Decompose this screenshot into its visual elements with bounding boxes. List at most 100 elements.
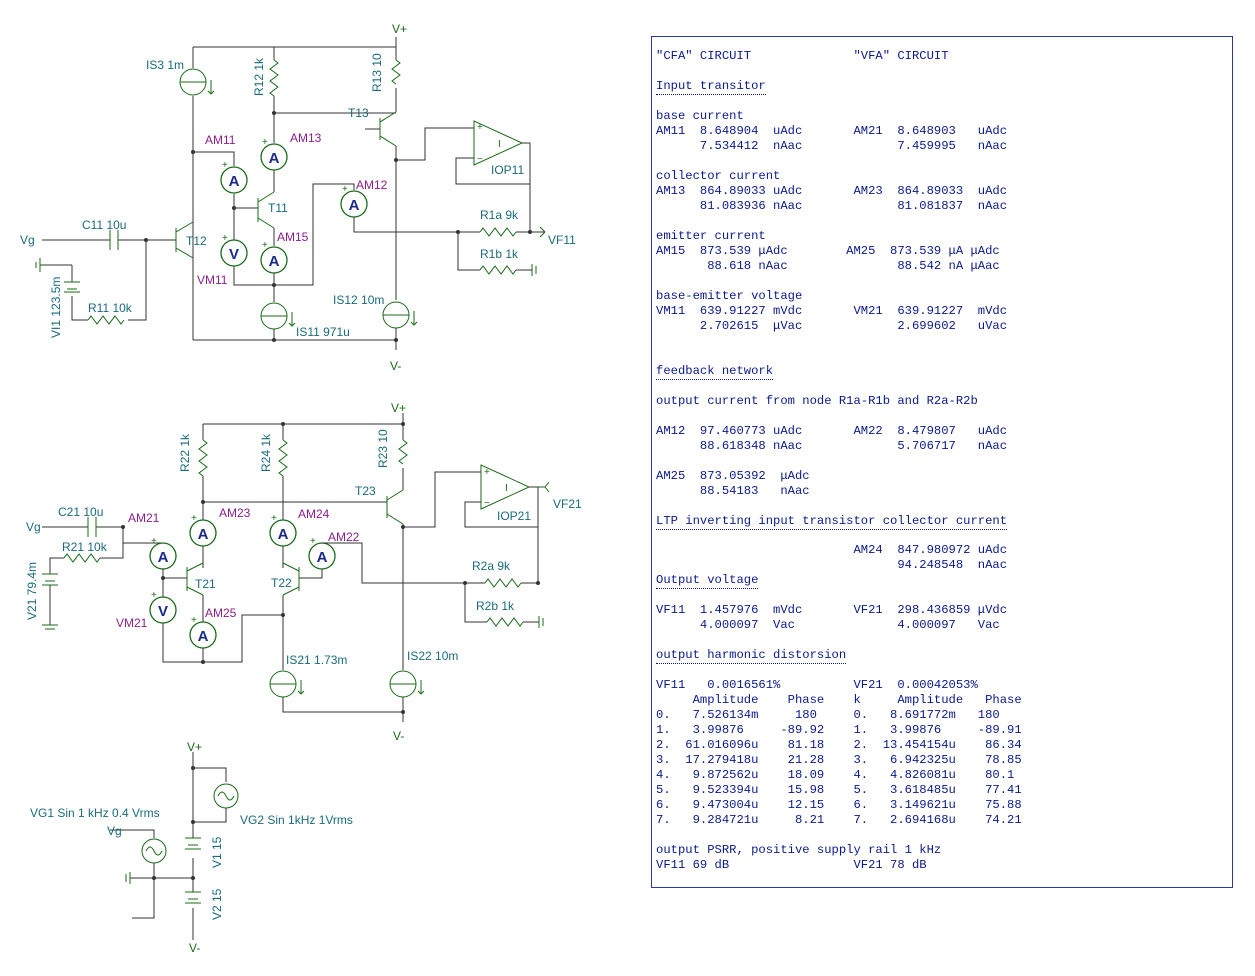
svg-text:IS11 971u: IS11 971u bbox=[296, 325, 350, 339]
svg-text:AM13: AM13 bbox=[290, 131, 322, 145]
svg-text:Vg: Vg bbox=[26, 520, 41, 534]
svg-text:+: + bbox=[222, 160, 228, 171]
subsection-base-emitter-voltage: base-emitter voltage bbox=[656, 289, 803, 303]
svg-text:R23 10: R23 10 bbox=[376, 429, 390, 468]
opamp-iop21: + − I bbox=[403, 464, 550, 583]
svg-text:R21 10k: R21 10k bbox=[62, 540, 108, 554]
svg-text:A: A bbox=[158, 549, 169, 566]
result-line: AM13 864.89033 uAdc AM23 864.89033 uAdc bbox=[656, 184, 1008, 198]
svg-text:V: V bbox=[158, 603, 168, 620]
transistor-t22 bbox=[282, 562, 323, 615]
battery-v2 bbox=[185, 878, 201, 904]
harmonic-row: 1. 3.99876 -89.92 1. 3.99876 -89.91 bbox=[656, 723, 1022, 737]
result-line: AM15 873.539 μAdc AM25 873.539 μA μAdc bbox=[656, 244, 1000, 258]
svg-text:+: + bbox=[310, 536, 316, 547]
svg-text:+: + bbox=[151, 536, 157, 547]
harmonic-row: 5. 9.523394u 15.98 5. 3.618485u 77.41 bbox=[656, 783, 1022, 797]
result-line: 2.702615 μVac 2.699602 uVac bbox=[656, 319, 1008, 333]
harmonic-row: 7. 9.284721u 8.21 7. 2.694168u 74.21 bbox=[656, 813, 1022, 827]
transistor-t12 bbox=[146, 221, 194, 259]
result-line: 88.54183 nAac bbox=[656, 484, 810, 498]
svg-text:R12 1k: R12 1k bbox=[252, 57, 266, 96]
svg-text:V: V bbox=[229, 246, 239, 263]
svg-text:AM24: AM24 bbox=[298, 507, 330, 521]
svg-text:R11 10k: R11 10k bbox=[88, 301, 133, 315]
svg-text:V-: V- bbox=[393, 729, 404, 743]
svg-text:+: + bbox=[477, 122, 483, 133]
svg-text:−: − bbox=[484, 498, 490, 509]
svg-text:T11: T11 bbox=[268, 201, 288, 215]
svg-text:+: + bbox=[271, 513, 277, 524]
results-header: "CFA" CIRCUIT "VFA" CIRCUIT bbox=[656, 49, 949, 63]
transistor-t21 bbox=[163, 562, 204, 622]
svg-text:A: A bbox=[317, 549, 328, 566]
svg-text:+: + bbox=[262, 137, 268, 148]
harmonic-row: 3. 17.279418u 21.28 3. 6.942325u 78.85 bbox=[656, 753, 1022, 767]
svg-text:Vg: Vg bbox=[20, 233, 35, 247]
cfa-circuit: + − I A + bbox=[20, 22, 576, 373]
svg-text:IS21 1.73m: IS21 1.73m bbox=[286, 653, 347, 667]
svg-text:+: + bbox=[151, 590, 157, 601]
resistor-r22 bbox=[198, 439, 208, 477]
svg-text:IOP21: IOP21 bbox=[497, 509, 531, 523]
result-line: 4.000097 Vac 4.000097 Vac bbox=[656, 618, 1000, 632]
svg-text:AM23: AM23 bbox=[219, 506, 251, 520]
svg-text:C21 10u: C21 10u bbox=[58, 505, 103, 519]
resistor-r1a bbox=[479, 227, 517, 237]
svg-text:+: + bbox=[191, 615, 197, 626]
circuit-schematic: + − I A + bbox=[20, 22, 582, 955]
svg-text:+: + bbox=[191, 513, 197, 524]
result-line: AM24 847.980972 uAdc bbox=[656, 543, 1008, 557]
harmonic-row: 0. 7.526134m 180 0. 8.691772m 180 bbox=[656, 708, 1000, 722]
resistor-r24 bbox=[278, 439, 288, 477]
opamp-iop11: + − I bbox=[396, 120, 531, 232]
subsection-collector-current: collector current bbox=[656, 169, 781, 183]
resistor-r1b bbox=[479, 265, 517, 275]
svg-text:+: + bbox=[262, 240, 268, 251]
harmonic-table-header: Amplitude Phase k Amplitude Phase bbox=[656, 693, 1022, 707]
svg-text:R24 1k: R24 1k bbox=[259, 433, 273, 472]
svg-text:R22 1k: R22 1k bbox=[178, 433, 192, 472]
svg-text:A: A bbox=[278, 526, 289, 543]
harmonic-row: 2. 61.016096u 81.18 2. 13.454154u 86.34 bbox=[656, 738, 1022, 752]
svg-text:R2b 1k: R2b 1k bbox=[476, 599, 515, 613]
svg-text:I: I bbox=[505, 483, 508, 494]
svg-text:A: A bbox=[269, 253, 280, 270]
svg-text:R1b 1k: R1b 1k bbox=[480, 247, 519, 261]
svg-text:V-: V- bbox=[390, 359, 401, 373]
result-line: AM11 8.648904 uAdc AM21 8.648903 uAdc bbox=[656, 124, 1008, 138]
svg-text:V21 79.4m: V21 79.4m bbox=[25, 562, 39, 620]
svg-text:VM21: VM21 bbox=[116, 616, 148, 630]
transistor-t13 bbox=[365, 111, 397, 300]
svg-text:A: A bbox=[198, 628, 209, 645]
resistor-r11 bbox=[87, 315, 125, 325]
svg-text:V2 15: V2 15 bbox=[210, 888, 224, 920]
svg-text:R2a 9k: R2a 9k bbox=[472, 559, 511, 573]
svg-text:−: − bbox=[477, 154, 483, 165]
svg-text:+: + bbox=[342, 184, 348, 195]
svg-text:VG1 Sin 1 kHz 0.4 Vrms: VG1 Sin 1 kHz 0.4 Vrms bbox=[30, 806, 160, 820]
section-output-voltage: Output voltage bbox=[656, 573, 759, 589]
resistor-r23 bbox=[398, 439, 408, 465]
result-line: VF11 0.0016561% VF21 0.00042053% bbox=[656, 678, 978, 692]
svg-text:A: A bbox=[269, 150, 280, 167]
battery-vi1 bbox=[35, 258, 80, 300]
svg-text:R1a 9k: R1a 9k bbox=[480, 208, 519, 222]
svg-text:AM15: AM15 bbox=[277, 230, 309, 244]
svg-text:T13: T13 bbox=[348, 106, 369, 120]
svg-text:T21: T21 bbox=[195, 577, 216, 591]
svg-text:IS22 10m: IS22 10m bbox=[407, 649, 458, 663]
svg-text:A: A bbox=[229, 173, 240, 190]
svg-text:V+: V+ bbox=[187, 740, 202, 754]
svg-text:A: A bbox=[198, 526, 209, 543]
resistor-r21 bbox=[63, 553, 101, 563]
voltmeter-vm11 bbox=[220, 239, 248, 267]
svg-text:AM22: AM22 bbox=[328, 530, 360, 544]
svg-text:VI1 123.5m: VI1 123.5m bbox=[49, 277, 63, 338]
svg-text:V-: V- bbox=[189, 941, 200, 955]
svg-text:VF11: VF11 bbox=[548, 233, 576, 247]
subsection-base-current: base current bbox=[656, 109, 744, 123]
result-line: VM11 639.91227 mVdc VM21 639.91227 mVdc bbox=[656, 304, 1008, 318]
supply-circuit: V+ V- VG1 Sin 1 kHz 0.4 Vrms VG2 Sin 1kH… bbox=[30, 740, 353, 955]
section-input-transistor: Input transitor bbox=[656, 79, 766, 95]
